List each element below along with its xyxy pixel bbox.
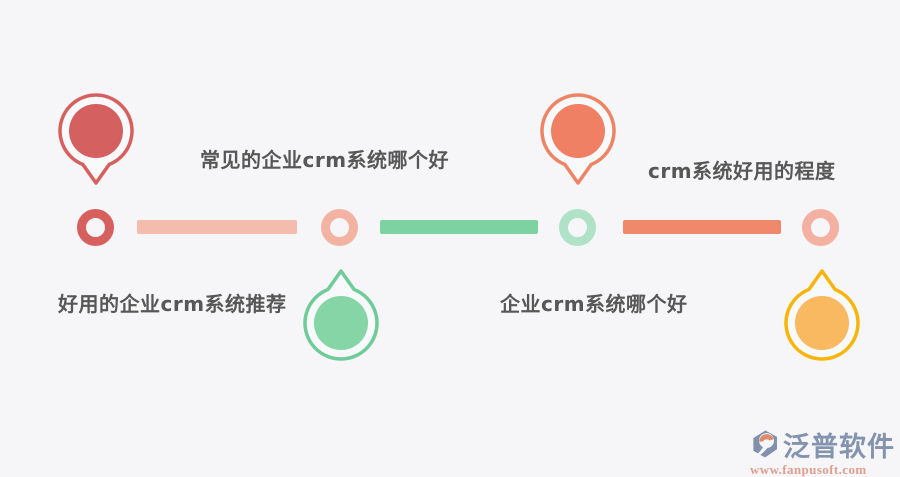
timeline-connector-1 — [137, 220, 297, 234]
milestone-label-1: 常见的企业crm系统哪个好 — [200, 148, 450, 172]
timeline-ring-2 — [321, 209, 358, 246]
milestone-pin-1 — [53, 88, 139, 186]
logo-crescent — [759, 434, 774, 442]
balloon-down-icon — [58, 93, 134, 185]
logo-swoosh — [756, 440, 770, 456]
timeline-ring-4 — [802, 209, 839, 246]
milestone-label-4: 企业crm系统哪个好 — [500, 292, 688, 316]
milestone-label-3: 好用的企业crm系统推荐 — [58, 292, 287, 316]
timeline-ring-3 — [559, 209, 596, 246]
brand-watermark: 泛普软件 www.fanpusoft.com — [750, 424, 895, 477]
brand-name: 泛普软件 — [783, 431, 895, 463]
balloon-up-icon — [303, 269, 379, 361]
balloon-up-icon — [784, 269, 860, 361]
brand-logo-icon — [753, 430, 777, 458]
balloon-dot — [551, 104, 605, 158]
timeline-connector-2 — [380, 220, 538, 234]
balloon-dot — [795, 296, 849, 350]
balloon-dot — [69, 104, 123, 158]
milestone-pin-2 — [535, 88, 621, 186]
balloon-down-icon — [540, 93, 616, 185]
timeline-ring-1 — [77, 209, 114, 246]
milestone-label-2: crm系统好用的程度 — [648, 159, 836, 183]
brand-url: www.fanpusoft.com — [750, 462, 867, 477]
milestone-pin-3 — [298, 268, 384, 366]
timeline-connector-3 — [623, 220, 781, 234]
milestone-pin-4 — [779, 268, 865, 366]
balloon-dot — [314, 296, 368, 350]
